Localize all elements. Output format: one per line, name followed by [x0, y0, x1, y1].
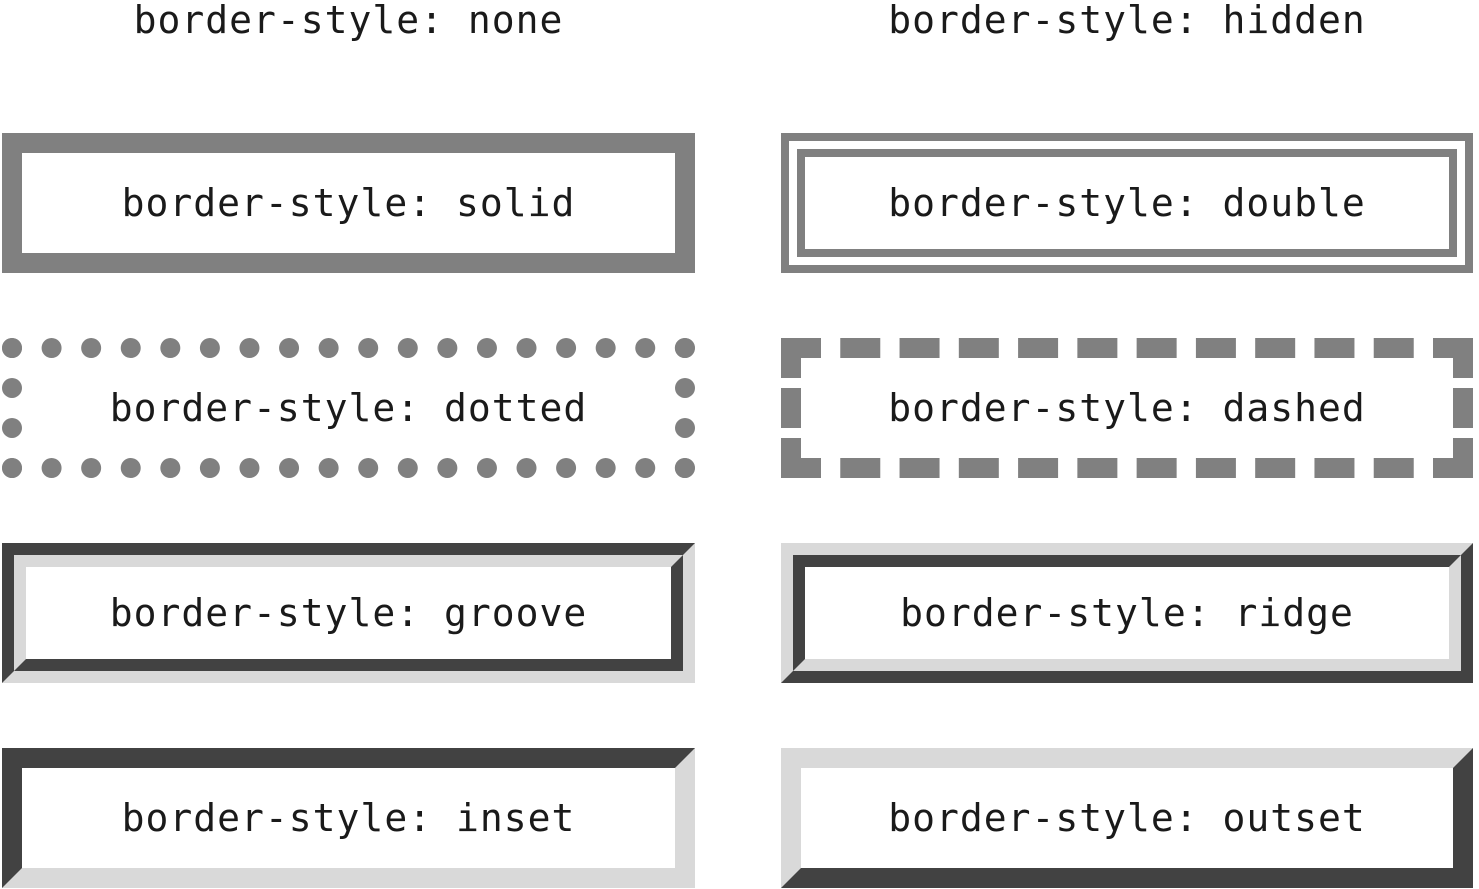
border-demo-solid-label: border-style: solid	[121, 181, 576, 225]
border-demo-solid-content: border-style: solid	[22, 153, 675, 253]
border-demo-ridge-label: border-style: ridge	[900, 591, 1354, 635]
border-demo-double-label: border-style: double	[888, 181, 1366, 225]
border-demo-outset-label: border-style: outset	[888, 796, 1366, 840]
border-demo-outset: border-style: outset	[781, 748, 1473, 888]
border-demo-dashed: border-style: dashed	[781, 338, 1473, 478]
border-demo-groove-label: border-style: groove	[109, 591, 588, 635]
border-demo-groove: border-style: groove	[2, 543, 695, 683]
border-demo-dotted: border-style: dotted	[2, 338, 695, 478]
border-demo-dotted-label: border-style: dotted	[109, 386, 588, 430]
border-demo-dashed-label: border-style: dashed	[888, 386, 1366, 430]
border-demo-outset-content: border-style: outset	[801, 768, 1453, 868]
border-demo-double-content: border-style: double	[805, 157, 1449, 249]
border-demo-dotted-content: border-style: dotted	[22, 358, 675, 458]
border-demo-double: border-style: double	[781, 133, 1473, 273]
border-demo-none-label: border-style: none	[133, 0, 564, 42]
border-demo-hidden-label: border-style: hidden	[888, 0, 1366, 42]
border-demo-dashed-content: border-style: dashed	[801, 358, 1453, 458]
border-demo-inset-label: border-style: inset	[121, 796, 576, 840]
border-demo-solid: border-style: solid	[2, 133, 695, 273]
border-demo-none: border-style: none	[2, 0, 695, 68]
border-demo-ridge-content: border-style: ridge	[793, 555, 1461, 671]
border-demo-inset-content: border-style: inset	[22, 768, 675, 868]
border-demo-inset: border-style: inset	[2, 748, 695, 888]
border-demo-hidden: border-style: hidden	[781, 0, 1473, 68]
border-demo-ridge: border-style: ridge	[781, 543, 1473, 683]
border-demo-groove-content: border-style: groove	[14, 555, 683, 671]
